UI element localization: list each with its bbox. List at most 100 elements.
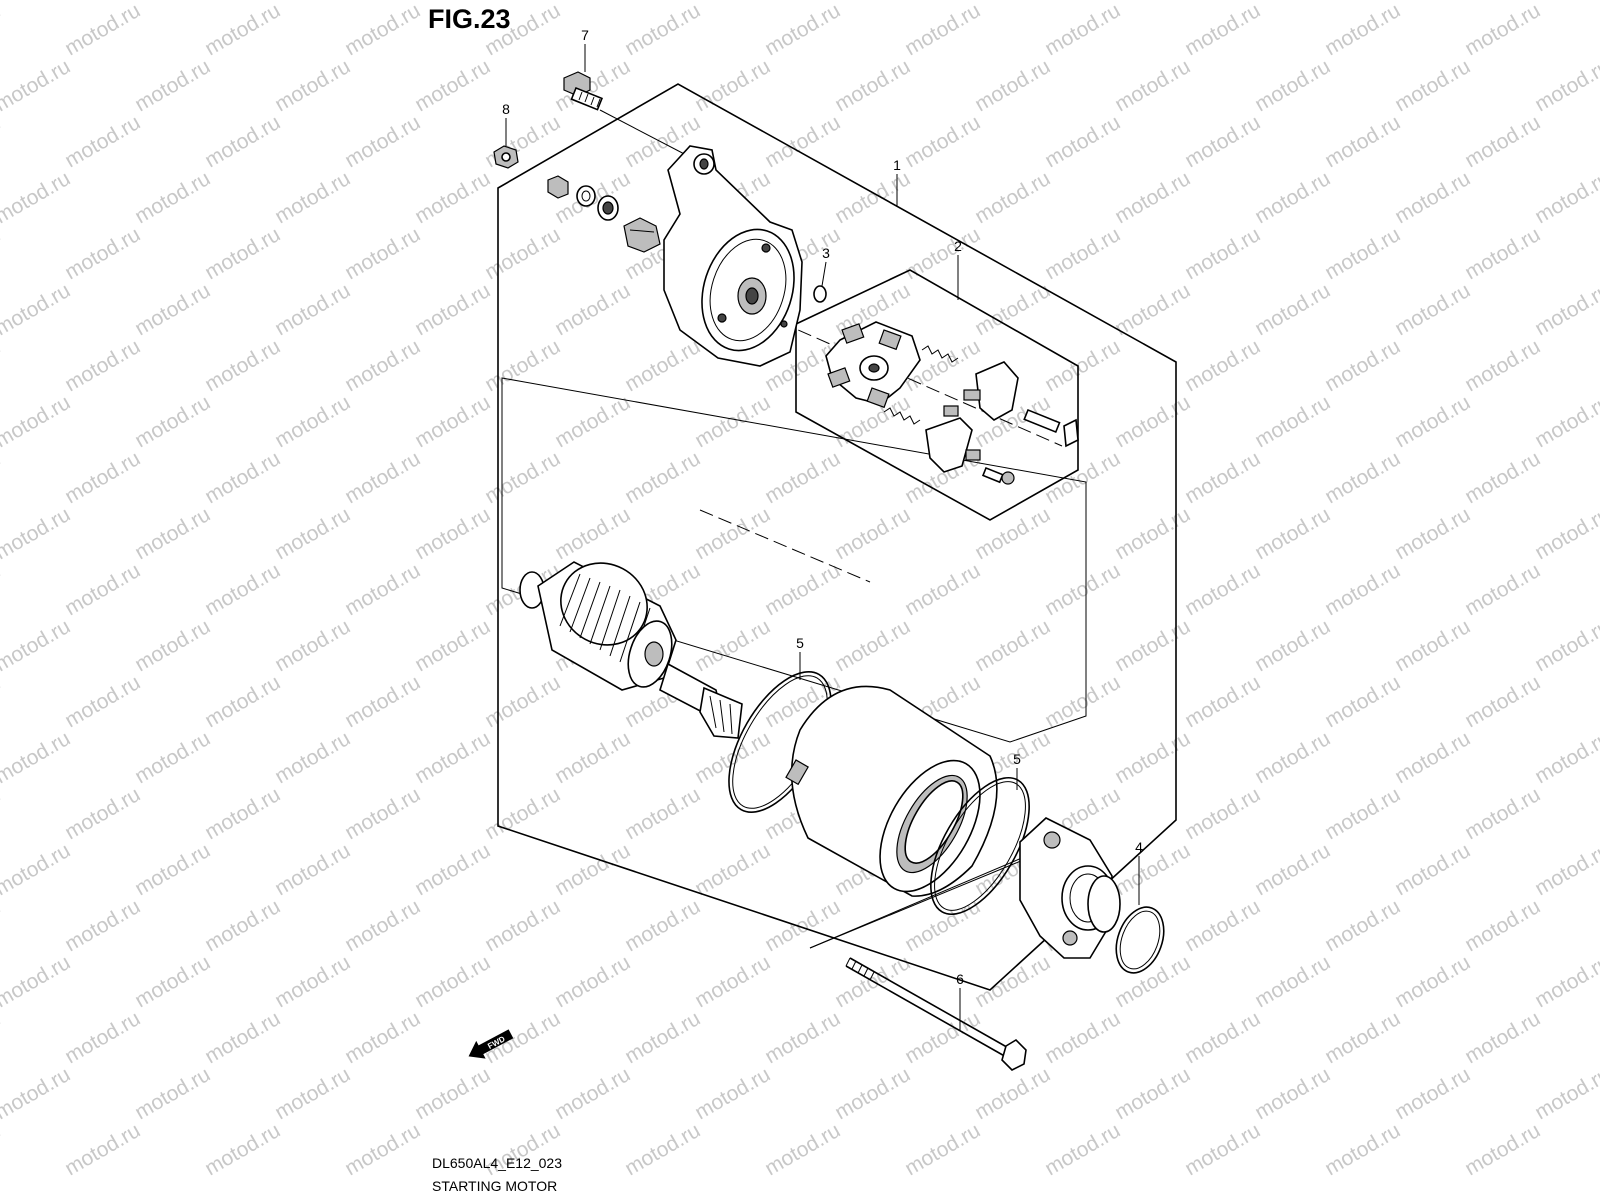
watermark-text: motod.ru [1251,391,1334,452]
watermark-text: motod.ru [0,0,74,4]
watermark-text: motod.ru [0,1119,4,1180]
watermark-text: motod.ru [201,671,284,732]
watermark-text: motod.ru [1531,839,1600,900]
watermark-text: motod.ru [1111,615,1194,676]
callout-1: 1 [893,157,901,173]
watermark-text: motod.ru [341,447,424,508]
watermark-text: motod.ru [971,615,1054,676]
watermark-text: motod.ru [0,839,74,900]
watermark-text: motod.ru [201,223,284,284]
o-ring-part-3 [813,285,827,303]
watermark-text: motod.ru [621,0,704,60]
watermark-text: motod.ru [1181,895,1264,956]
o-ring-part-5b [930,776,1030,916]
watermark-text: motod.ru [691,391,774,452]
watermark-text: motod.ru [1041,335,1124,396]
watermark-text: motod.ru [1041,1007,1124,1068]
watermark-text: motod.ru [1461,559,1544,620]
watermark-text: motod.ru [131,1063,214,1124]
watermark-text: motod.ru [1391,391,1474,452]
front-bracket [1019,817,1121,959]
watermark-text: motod.ru [0,951,74,1012]
watermark-text: motod.ru [621,1007,704,1068]
watermark-text: motod.ru [411,951,494,1012]
watermark-text: motod.ru [1531,167,1600,228]
watermark-text: motod.ru [1321,895,1404,956]
watermark-text: motod.ru [1111,727,1194,788]
watermark-text: motod.ru [1111,279,1194,340]
watermark-text: motod.ru [1461,223,1544,284]
watermark-text: motod.ru [551,0,634,4]
watermark-text: motod.ru [761,111,844,172]
watermark-text: motod.ru [0,55,74,116]
watermark-text: motod.ru [831,615,914,676]
watermark-text: motod.ru [1461,895,1544,956]
watermark-text: motod.ru [411,391,494,452]
brush-holder-outline [795,269,1079,521]
watermark-text: motod.ru [61,335,144,396]
watermark-text: motod.ru [621,895,704,956]
watermark-text: motod.ru [411,727,494,788]
watermark-text: motod.ru [1041,559,1124,620]
watermark-text: motod.ru [271,615,354,676]
watermark-text: motod.ru [1111,951,1194,1012]
watermark-text: motod.ru [761,1119,844,1180]
watermark-text: motod.ru [341,1119,424,1180]
watermark-text: motod.ru [0,0,4,60]
watermark-text: motod.ru [1531,55,1600,116]
watermark-text: motod.ru [1531,279,1600,340]
watermark-text: motod.ru [411,279,494,340]
watermark-text: motod.ru [0,1063,74,1124]
watermark-text: motod.ru [61,895,144,956]
figure-title: FIG.23 [428,4,511,34]
watermark-text: motod.ru [271,503,354,564]
watermark-text: motod.ru [61,223,144,284]
watermark-text: motod.ru [901,1119,984,1180]
watermark-text: motod.ru [61,559,144,620]
watermark-text: motod.ru [1251,1063,1334,1124]
watermark-text: motod.ru [1181,111,1264,172]
callout-3: 3 [822,245,830,261]
watermark-text: motod.ru [1461,447,1544,508]
armature [519,561,743,739]
watermark-text: motod.ru [131,615,214,676]
watermark-text: motod.ru [201,1007,284,1068]
watermark-text: motod.ru [1531,391,1600,452]
callout-6: 6 [956,971,964,987]
watermark-text: motod.ru [1461,335,1544,396]
watermark-text: motod.ru [971,55,1054,116]
watermark-text: motod.ru [901,0,984,60]
watermark-text: motod.ru [0,895,4,956]
watermark-text: motod.ru [1181,559,1264,620]
watermark-text: motod.ru [1181,335,1264,396]
watermark-text: motod.ru [1531,503,1600,564]
watermark-text: motod.ru [761,447,844,508]
watermark-text: motod.ru [201,111,284,172]
watermark-text: motod.ru [1321,0,1404,60]
callout-2: 2 [954,238,962,254]
watermark-text: motod.ru [1391,167,1474,228]
watermark-text: motod.ru [481,223,564,284]
watermark-text: motod.ru [551,391,634,452]
watermark-text: motod.ru [201,447,284,508]
watermark-text: motod.ru [1531,1063,1600,1124]
watermark-text: motod.ru [551,1063,634,1124]
watermark-text: motod.ru [61,447,144,508]
watermark-text: motod.ru [1041,111,1124,172]
watermark-text: motod.ru [1461,1007,1544,1068]
watermark-text: motod.ru [0,727,74,788]
watermark-text: motod.ru [901,559,984,620]
watermark-text: motod.ru [621,783,704,844]
watermark-text: motod.ru [341,335,424,396]
watermark-text: motod.ru [1321,1119,1404,1180]
watermark-text: motod.ru [1251,615,1334,676]
watermark-text: motod.ru [0,167,74,228]
watermark-text: motod.ru [831,503,914,564]
watermark-text: motod.ru [411,1063,494,1124]
watermark-text: motod.ru [271,279,354,340]
watermark-text: motod.ru [691,839,774,900]
watermark-text: motod.ru [691,951,774,1012]
watermark-text: motod.ru [0,279,74,340]
